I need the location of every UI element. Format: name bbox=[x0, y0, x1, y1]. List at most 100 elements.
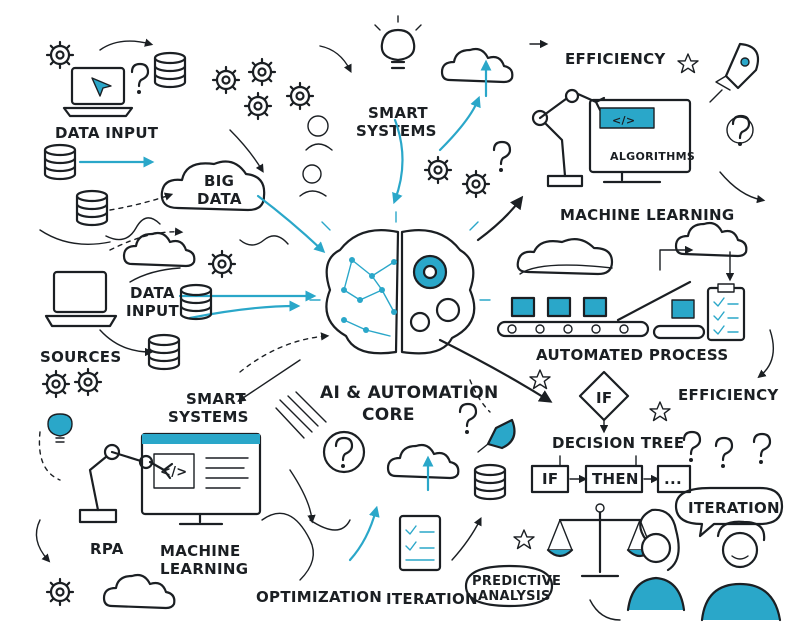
label-ml-bottom-2: LEARNING bbox=[160, 560, 248, 578]
question-mark-icon bbox=[494, 142, 510, 172]
arrow-icon bbox=[290, 470, 312, 520]
label-ellipsis-box: ... bbox=[664, 470, 682, 488]
cloud-icon bbox=[518, 239, 612, 274]
arrow-icon bbox=[452, 520, 480, 560]
database-icon bbox=[155, 53, 185, 87]
lightbulb-icon bbox=[48, 414, 72, 442]
question-mark-icon bbox=[716, 438, 732, 468]
star-icon bbox=[514, 530, 534, 549]
conveyor-belt-icon bbox=[498, 282, 704, 338]
star-icon bbox=[530, 370, 550, 389]
hatch-mark bbox=[276, 392, 326, 438]
tree-connector bbox=[560, 456, 636, 466]
label-code-tag-bottom: </> bbox=[160, 465, 187, 480]
squiggle bbox=[40, 230, 110, 244]
label-core-2: CORE bbox=[362, 405, 415, 425]
arrow-icon bbox=[720, 172, 762, 200]
label-decision-tree: DECISION TREE bbox=[552, 434, 684, 452]
clipboard-checklist-icon bbox=[400, 516, 440, 570]
arrow-icon bbox=[190, 306, 296, 318]
label-smart-mid-1: SMART bbox=[186, 390, 246, 408]
question-mark-icon bbox=[754, 434, 770, 464]
arrow-icon bbox=[36, 520, 48, 560]
label-data: DATA bbox=[197, 190, 242, 208]
person-icon bbox=[702, 522, 780, 620]
question-mark-icon bbox=[460, 404, 476, 434]
cloud-icon bbox=[676, 223, 746, 256]
gear-icon bbox=[75, 369, 101, 395]
gear-icon bbox=[43, 371, 69, 397]
question-mark-icon bbox=[324, 432, 364, 472]
label-smart-top-1: SMART bbox=[368, 104, 428, 122]
label-data-input-mid-2: INPUT bbox=[126, 302, 180, 320]
arrow-icon bbox=[478, 200, 520, 240]
gear-icon bbox=[245, 93, 271, 119]
person-icon bbox=[628, 510, 684, 610]
label-predictive-1: PREDICTIVE bbox=[472, 574, 561, 589]
squiggle bbox=[106, 218, 160, 240]
rocket-icon bbox=[710, 44, 758, 102]
label-ml-bottom-1: MACHINE bbox=[160, 542, 241, 560]
gear-icon bbox=[463, 171, 489, 197]
squiggle bbox=[130, 268, 180, 282]
database-icon bbox=[475, 465, 505, 499]
question-mark-icon bbox=[727, 116, 753, 146]
gear-icon bbox=[249, 59, 275, 85]
monitor-icon bbox=[590, 100, 690, 182]
robot-arm-icon bbox=[80, 445, 172, 522]
label-big: BIG bbox=[204, 172, 234, 190]
arrow-icon bbox=[100, 41, 150, 50]
cloud-icon bbox=[442, 49, 512, 82]
question-mark-icon bbox=[132, 64, 148, 94]
label-efficiency-mid: EFFICIENCY bbox=[678, 386, 779, 404]
gear-icon bbox=[213, 67, 239, 93]
gear-icon bbox=[47, 579, 73, 605]
question-mark-icon bbox=[684, 432, 700, 462]
hand-doodle bbox=[262, 513, 313, 580]
label-if-box: IF bbox=[542, 470, 558, 488]
arrow-icon bbox=[240, 336, 326, 372]
label-automated-process: AUTOMATED PROCESS bbox=[536, 346, 728, 364]
person-icon bbox=[300, 116, 332, 196]
cloud-icon bbox=[388, 445, 458, 478]
cloud-icon bbox=[124, 233, 194, 266]
label-data-input-top: DATA INPUT bbox=[55, 124, 159, 142]
label-predictive-2: ANALYSIS bbox=[478, 589, 551, 604]
brain-icon bbox=[310, 212, 490, 353]
label-machine-learning-top: MACHINE LEARNING bbox=[560, 206, 734, 224]
star-icon bbox=[650, 402, 670, 421]
star-icon bbox=[678, 54, 698, 73]
cloud-icon bbox=[104, 575, 174, 608]
database-icon bbox=[149, 335, 179, 369]
gear-icon bbox=[287, 83, 313, 109]
arrow-icon bbox=[258, 196, 322, 250]
arrow-icon bbox=[320, 46, 350, 70]
label-rpa: RPA bbox=[90, 540, 124, 558]
label-smart-mid-2: SYSTEMS bbox=[168, 408, 249, 426]
gear-icon bbox=[425, 157, 451, 183]
arrow-icon bbox=[760, 330, 773, 376]
label-core-1: AI & AUTOMATION bbox=[320, 383, 498, 403]
label-iteration-right: ITERATION bbox=[688, 499, 780, 517]
lightbulb-icon bbox=[375, 16, 421, 68]
squiggle bbox=[590, 600, 620, 620]
rocket-icon bbox=[478, 420, 514, 452]
arrow-icon bbox=[350, 510, 376, 560]
label-data-input-mid-1: DATA bbox=[130, 284, 175, 302]
label-optimization: OPTIMIZATION bbox=[256, 588, 382, 606]
squiggle bbox=[240, 236, 288, 245]
label-iteration-bottom: ITERATION bbox=[386, 590, 478, 608]
gear-icon bbox=[47, 42, 73, 68]
clipboard-checklist-icon bbox=[708, 284, 744, 340]
scales-icon bbox=[548, 504, 652, 576]
label-efficiency-top: EFFICIENCY bbox=[565, 50, 666, 68]
gear-icon bbox=[209, 251, 235, 277]
label-sources: SOURCES bbox=[40, 348, 121, 366]
label-then-box: THEN bbox=[592, 470, 639, 488]
label-algorithms: ALGORITHMS bbox=[610, 150, 695, 163]
database-icon bbox=[45, 145, 75, 179]
laptop-icon bbox=[46, 272, 116, 326]
hand-doodle bbox=[310, 520, 350, 530]
